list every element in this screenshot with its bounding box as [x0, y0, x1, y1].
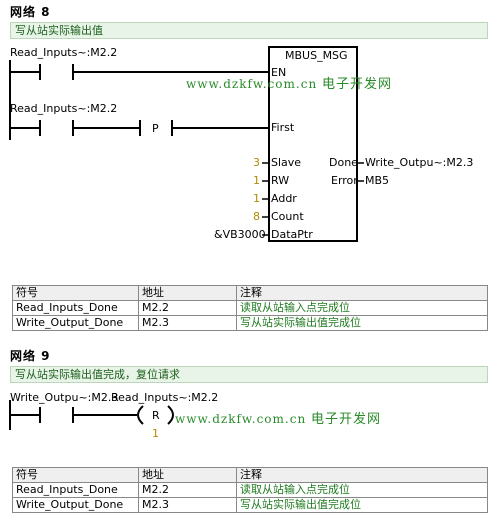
table-row[interactable]: Write_Output_Done M2.3 写从站实际输出值完成位 [12, 497, 488, 513]
pin-rw: RW [271, 174, 290, 187]
symbol-header: 符号 [12, 285, 139, 301]
network-8-title: 网络 8 [10, 5, 51, 19]
comment-cell: 读取从站输入点完成位 [236, 300, 488, 316]
symbol-header: 符号 [12, 467, 139, 483]
network-9-title: 网络 9 [10, 349, 51, 363]
network-8-ladder [9, 46, 364, 242]
comment-cell: 读取从站输入点完成位 [236, 482, 488, 498]
watermark-2-text: 电子开发网 [311, 412, 382, 427]
network-9-comment[interactable]: 写从站实际输出值完成，复位请求 [10, 366, 488, 383]
input-rw-value[interactable]: 1 [253, 174, 260, 187]
network-8-contact1-label: Read_Inputs~:M2.2 [10, 46, 118, 59]
address-cell: M2.3 [138, 315, 237, 331]
address-header: 地址 [138, 285, 237, 301]
pin-slave: Slave [271, 156, 302, 169]
network-8-contact1[interactable] [10, 64, 269, 80]
symbol-cell: Write_Output_Done [12, 497, 139, 513]
network-9-symbol-table: 符号 地址 注释 Read_Inputs_Done M2.2 读取从站输入点完成… [12, 467, 488, 513]
table-row[interactable]: Read_Inputs_Done M2.2 读取从站输入点完成位 [12, 482, 488, 498]
pin-en: EN [271, 66, 287, 79]
pin-done: Done [329, 156, 358, 169]
watermark-1-url: www.dzkfw.com.cn [186, 77, 318, 91]
network-9-contact1[interactable] [10, 407, 137, 423]
symbol-cell: Write_Output_Done [12, 315, 139, 331]
output-error-value[interactable]: MB5 [365, 174, 390, 187]
address-cell: M2.2 [138, 300, 237, 316]
input-dataptr-value[interactable]: &VB3000 [214, 228, 266, 241]
pin-error: Error [331, 174, 358, 187]
network-8-p-contact[interactable] [139, 120, 269, 136]
pin-addr: Addr [271, 192, 297, 205]
watermark-1: www.dzkfw.com.cn 电子开发网 [186, 73, 392, 92]
pin-dataptr: DataPtr [271, 228, 313, 241]
network-9-ladder [9, 400, 174, 430]
comment-header: 注释 [236, 467, 488, 483]
table-row[interactable]: Read_Inputs_Done M2.2 读取从站输入点完成位 [12, 300, 488, 316]
symbol-cell: Read_Inputs_Done [12, 300, 139, 316]
coil-count-value[interactable]: 1 [152, 427, 159, 440]
pin-first: First [271, 121, 295, 134]
comment-cell: 写从站实际输出值完成位 [236, 315, 488, 331]
address-cell: M2.2 [138, 482, 237, 498]
input-addr-value[interactable]: 1 [253, 192, 260, 205]
table-row[interactable]: Write_Output_Done M2.3 写从站实际输出值完成位 [12, 315, 488, 331]
comment-header: 注释 [236, 285, 488, 301]
input-count-value[interactable]: 8 [253, 210, 260, 223]
watermark-1-text: 电子开发网 [322, 77, 393, 92]
p-contact-label: P [152, 122, 159, 135]
network-8-comment[interactable]: 写从站实际输出值 [10, 22, 488, 39]
mbus-msg-box[interactable] [268, 46, 358, 242]
address-header: 地址 [138, 467, 237, 483]
network-9-contact1-label: Write_Outpu~:M2.3 [10, 391, 119, 404]
network-9-reset-coil[interactable] [137, 405, 174, 425]
pin-count: Count [271, 210, 304, 223]
watermark-2-url: www.dzkfw.com.cn [175, 412, 307, 426]
address-cell: M2.3 [138, 497, 237, 513]
coil-type-label: R [152, 409, 160, 422]
watermark-2: www.dzkfw.com.cn 电子开发网 [175, 408, 381, 427]
network-8-contact2[interactable] [10, 120, 140, 136]
output-done-value[interactable]: Write_Outpu~:M2.3 [365, 156, 474, 169]
network-9-coil-label: Read_Inputs~:M2.2 [111, 391, 219, 404]
input-slave-value[interactable]: 3 [253, 156, 260, 169]
mbus-msg-title: MBUS_MSG [285, 49, 348, 62]
comment-cell: 写从站实际输出值完成位 [236, 497, 488, 513]
network-8-contact2-label: Read_Inputs~:M2.2 [10, 102, 118, 115]
network-8-symbol-table: 符号 地址 注释 Read_Inputs_Done M2.2 读取从站输入点完成… [12, 285, 488, 331]
symbol-cell: Read_Inputs_Done [12, 482, 139, 498]
